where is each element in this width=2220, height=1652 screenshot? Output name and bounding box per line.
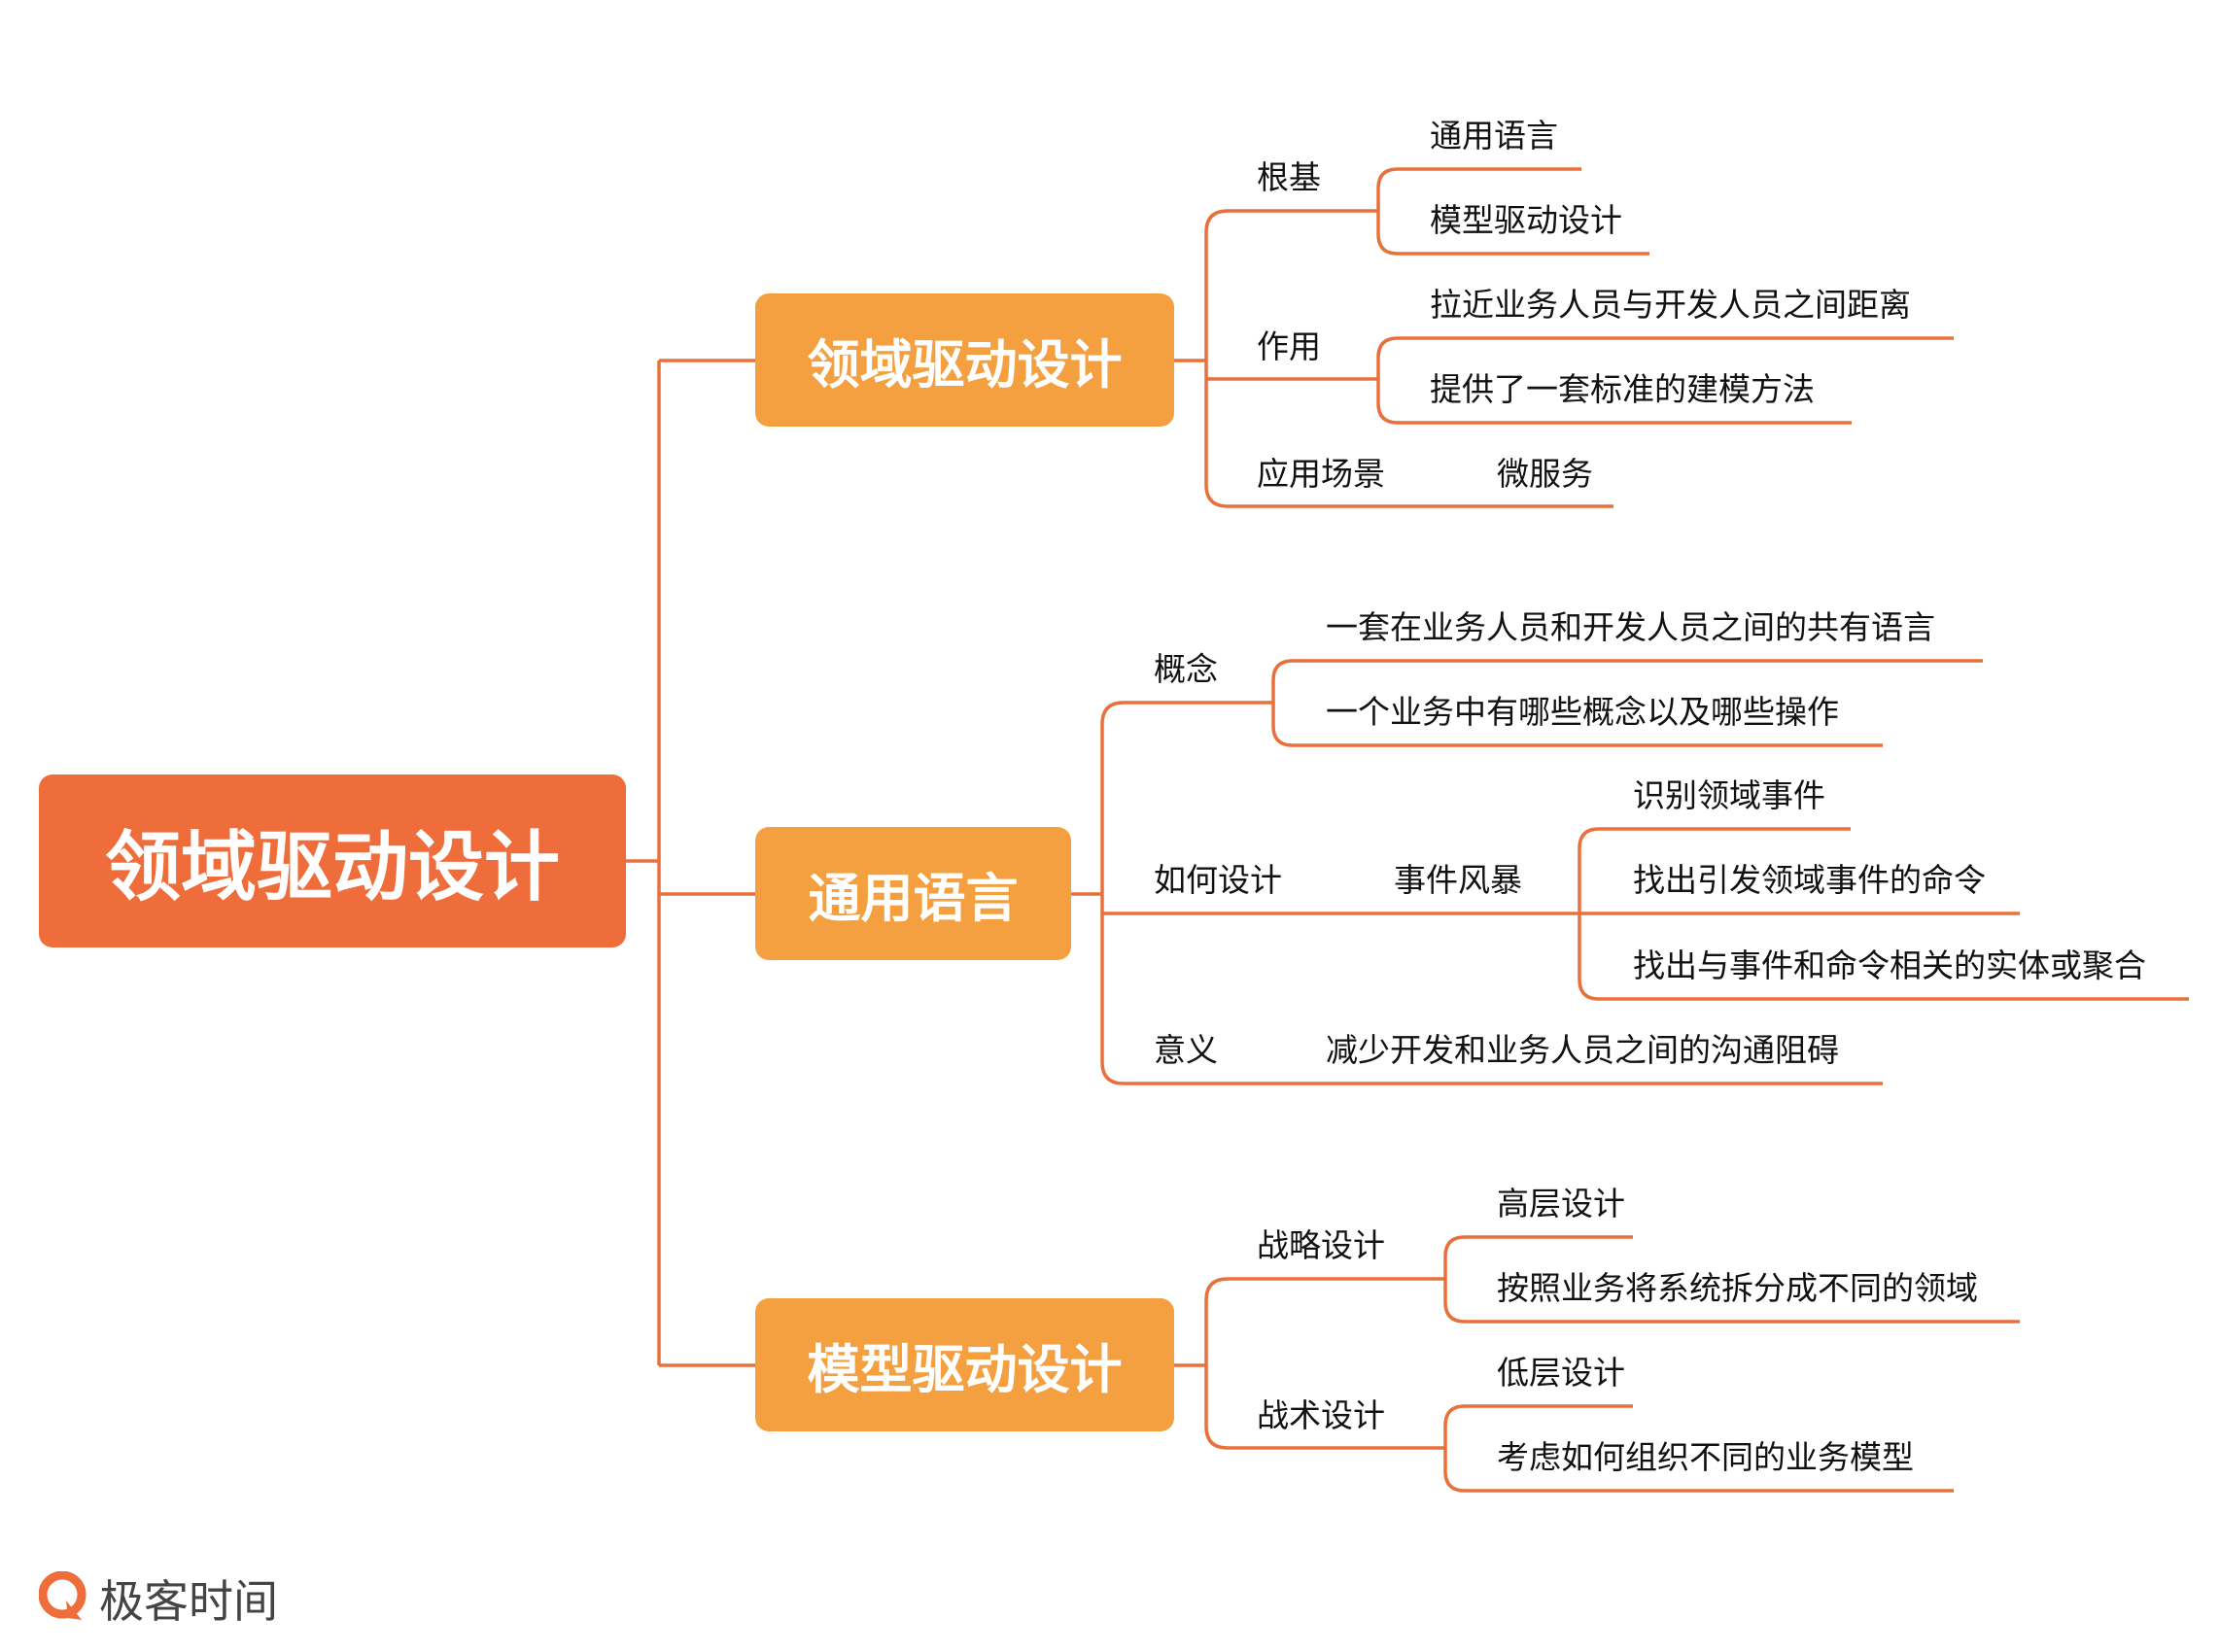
branch-node-model-driven-design: 模型驱动设计 (755, 1298, 1174, 1431)
node-foundation: 根基 (1257, 158, 1321, 196)
leaf-find-entities: 找出与事件和命令相关的实体或聚合 (1633, 946, 2146, 984)
node-event-storming: 事件风暴 (1394, 861, 1522, 899)
node-significance: 意义 (1154, 1031, 1218, 1069)
leaf-microservices: 微服务 (1497, 455, 1593, 493)
node-tactical-design: 战术设计 (1257, 1396, 1385, 1434)
brand-logo: 极客时间 (39, 1566, 278, 1631)
leaf-shared-language: 一套在业务人员和开发人员之间的共有语言 (1326, 608, 1935, 646)
node-purpose: 作用 (1257, 327, 1321, 365)
mdd-bracket (1204, 1277, 1229, 1450)
node-strategic-design: 战略设计 (1257, 1226, 1385, 1264)
foundation-bracket (1376, 167, 1399, 256)
leaf-organize-models: 考虑如何组织不同的业务模型 (1497, 1438, 1914, 1476)
node-how-to-design: 如何设计 (1154, 861, 1282, 899)
ddd-bracket (1204, 209, 1229, 508)
tactical-bracket (1443, 1404, 1466, 1493)
leaf-identify-events: 识别领域事件 (1633, 776, 1825, 814)
strategic-bracket (1443, 1235, 1466, 1324)
leaf-split-domains: 按照业务将系统拆分成不同的领域 (1497, 1269, 1978, 1307)
geektime-logo-icon (39, 1571, 87, 1620)
root-node: 领域驱动设计 (39, 774, 626, 947)
node-concept: 概念 (1154, 650, 1218, 688)
ul-bracket (1100, 701, 1125, 1085)
purpose-bracket (1376, 336, 1399, 425)
leaf-model-driven-design: 模型驱动设计 (1430, 201, 1622, 239)
branch-node-ubiquitous-language: 通用语言 (755, 827, 1071, 960)
branch-node-ddd: 领域驱动设计 (755, 293, 1174, 427)
leaf-low-level-design: 低层设计 (1497, 1354, 1625, 1392)
leaf-high-level-design: 高层设计 (1497, 1185, 1625, 1222)
concept-bracket (1271, 659, 1294, 747)
leaf-ubiquitous-language: 通用语言 (1430, 117, 1558, 155)
leaf-reduce-barriers: 减少开发和业务人员之间的沟通阻碍 (1326, 1031, 1839, 1069)
node-use-case: 应用场景 (1257, 455, 1385, 493)
brand-name: 极客时间 (99, 1575, 278, 1628)
leaf-bridge-business-dev: 拉近业务人员与开发人员之间距离 (1430, 286, 1911, 324)
leaf-concepts-operations: 一个业务中有哪些概念以及哪些操作 (1326, 693, 1839, 731)
leaf-standard-modeling: 提供了一套标准的建模方法 (1430, 370, 1815, 408)
leaf-find-commands: 找出引发领域事件的命令 (1633, 861, 1986, 899)
